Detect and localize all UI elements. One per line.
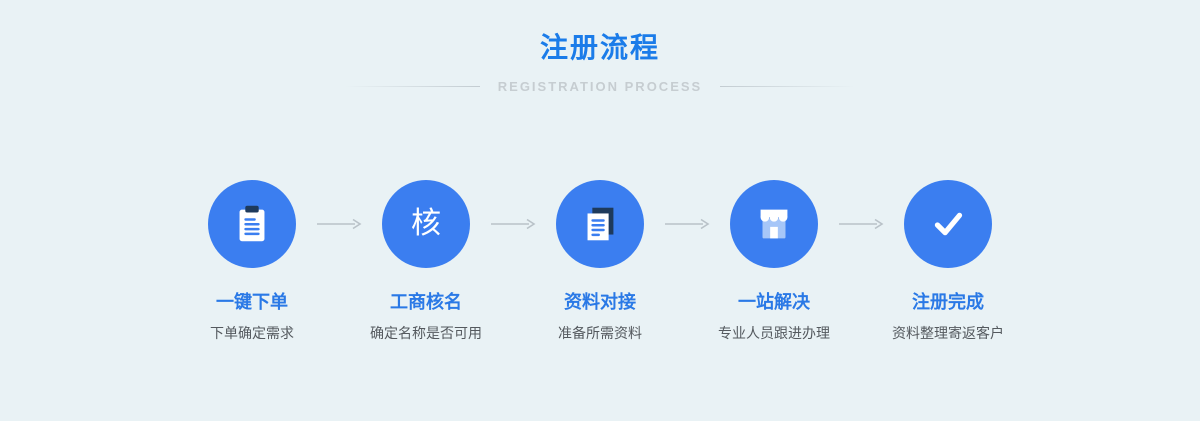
step-desc: 专业人员跟进办理 bbox=[718, 325, 830, 341]
step-complete: 注册完成 资料整理寄返客户 bbox=[884, 180, 1012, 343]
arrow-icon bbox=[316, 180, 362, 268]
decor-line-left bbox=[344, 86, 480, 87]
clipboard-icon bbox=[208, 180, 296, 268]
name-check-glyph: 核 bbox=[411, 207, 441, 240]
decor-line-right bbox=[720, 86, 856, 87]
step-one-click-order: 一键下单 下单确定需求 bbox=[188, 180, 316, 343]
step-title: 工商核名 bbox=[390, 292, 462, 312]
step-desc: 下单确定需求 bbox=[210, 325, 294, 341]
documents-icon bbox=[556, 180, 644, 268]
step-title: 一键下单 bbox=[216, 292, 288, 312]
step-materials: 资料对接 准备所需资料 bbox=[536, 180, 664, 343]
checkmark-icon bbox=[904, 180, 992, 268]
step-desc: 准备所需资料 bbox=[558, 325, 642, 341]
step-title: 资料对接 bbox=[564, 292, 636, 312]
step-desc: 资料整理寄返客户 bbox=[892, 325, 1004, 341]
name-check-icon: 核 bbox=[382, 180, 470, 268]
step-title: 一站解决 bbox=[738, 292, 810, 312]
step-name-check: 核 工商核名 确定名称是否可用 bbox=[362, 180, 490, 343]
section-subtitle-row: REGISTRATION PROCESS bbox=[0, 79, 1200, 94]
process-steps: 一键下单 下单确定需求 核 工商核名 确定名称是否可用 bbox=[0, 180, 1200, 343]
step-desc: 确定名称是否可用 bbox=[370, 325, 482, 341]
storefront-icon bbox=[730, 180, 818, 268]
arrow-icon bbox=[490, 180, 536, 268]
section-subtitle: REGISTRATION PROCESS bbox=[497, 79, 703, 94]
arrow-icon bbox=[664, 180, 710, 268]
section-title: 注册流程 bbox=[539, 32, 660, 63]
arrow-icon bbox=[838, 180, 884, 268]
step-title: 注册完成 bbox=[912, 292, 984, 312]
step-one-stop: 一站解决 专业人员跟进办理 bbox=[710, 180, 838, 343]
